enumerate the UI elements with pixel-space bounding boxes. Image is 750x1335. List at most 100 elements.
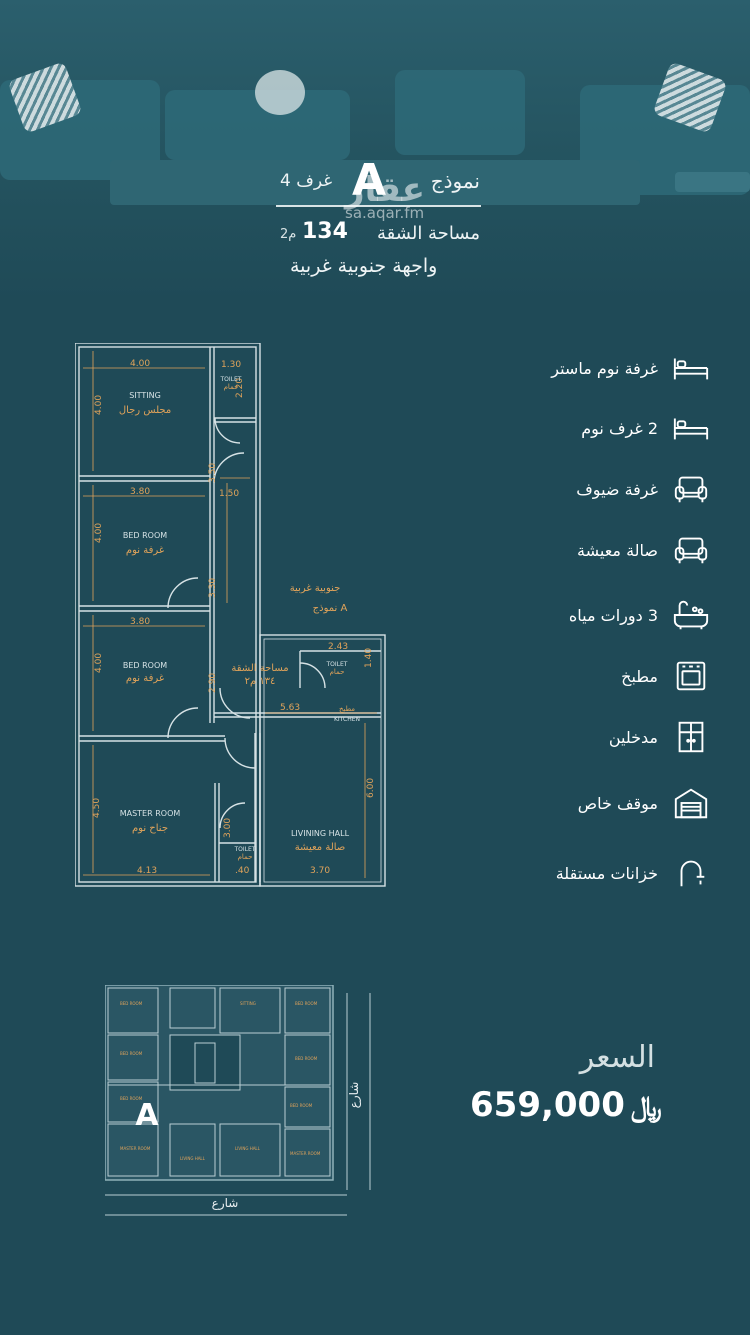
bed-icon <box>673 358 709 380</box>
svg-text:BED ROOM: BED ROOM <box>120 1096 143 1101</box>
room-en: LIVINING HALL <box>291 829 350 838</box>
room-en: BED ROOM <box>123 531 167 540</box>
feature-label: 2 غرف نوم <box>581 418 658 438</box>
price-value: 659,000 <box>470 1085 625 1125</box>
floor-plan: 4.00 1.30 4.00 3.50 3.80 1.50 4.00 3.30 … <box>75 343 386 887</box>
site-plan: BED ROOM BED ROOM BED ROOM MASTER ROOM SITT… <box>105 985 371 1216</box>
dim-label: 5.63 <box>280 703 300 713</box>
feature-label: صالة معيشة <box>577 540 658 560</box>
dim-label: 2.20 <box>235 378 245 398</box>
sofa-center-right <box>395 70 525 155</box>
dim-label: 4.00 <box>94 523 104 543</box>
dim-label: 2.90 <box>208 673 218 693</box>
dim-label: 4.50 <box>92 798 102 818</box>
hero-photo <box>0 0 750 300</box>
room-ar: غرفة نوم <box>126 673 164 684</box>
feature-parking: موقف خاص <box>578 785 710 821</box>
room-en: SITTING <box>129 391 161 400</box>
dim-label: 4.13 <box>137 866 157 876</box>
dim-label: 1.50 <box>219 489 239 499</box>
dim-label: 3.80 <box>130 487 150 497</box>
svg-text:BED ROOM: BED ROOM <box>295 1001 318 1006</box>
dim-label: 1.40 <box>364 648 374 668</box>
room-en: KITCHEN <box>334 716 360 723</box>
feature-label: مدخلين <box>608 727 658 747</box>
room-ar: صالة معيشة <box>295 842 346 853</box>
dim-label: 6.00 <box>366 778 376 798</box>
flower-vase <box>255 70 305 115</box>
svg-text:BED ROOM: BED ROOM <box>120 1051 143 1056</box>
feature-label: غرفة نوم ماستر <box>551 358 658 378</box>
svg-text:SITTING: SITTING <box>240 1001 256 1006</box>
aqar-watermark: عقار sa.aqar.fm <box>345 170 425 222</box>
room-ar: مطبخ <box>339 705 355 713</box>
svg-text:LIVING HALL: LIVING HALL <box>235 1146 261 1151</box>
feature-label: 3 دورات مياه <box>568 605 658 625</box>
bathtub-icon <box>673 600 709 630</box>
dim-label: 4.00 <box>130 359 150 369</box>
svg-text:LIVING HALL: LIVING HALL <box>180 1156 206 1161</box>
feature-kitchen: مطبخ <box>621 658 710 694</box>
room-en: TOILET <box>326 661 348 668</box>
svg-text:BED ROOM: BED ROOM <box>290 1103 313 1108</box>
oven-icon <box>676 661 706 691</box>
feature-label: غرفة ضيوف <box>576 479 658 499</box>
dim-label: 3.50 <box>208 463 218 483</box>
dim-label: 3.70 <box>310 866 330 876</box>
dim-label: 4.00 <box>94 395 104 415</box>
dim-label: 2.43 <box>328 642 348 652</box>
armchair-icon <box>674 476 708 503</box>
door-icon <box>678 721 704 753</box>
room-ar: حمام <box>224 383 239 391</box>
area-unit: 2م <box>280 227 297 242</box>
dim-label: 3.80 <box>130 617 150 627</box>
coffee-table <box>110 160 640 205</box>
model-letter: A <box>352 155 387 206</box>
side-table <box>675 172 750 192</box>
room-ar: حمام <box>238 853 253 861</box>
title-divider <box>276 205 481 207</box>
feature-tanks: خزانات مستقلة <box>556 855 710 891</box>
feature-bathrooms: 3 دورات مياه <box>569 597 710 633</box>
model-label: نموذج <box>430 169 480 193</box>
room-en: BED ROOM <box>123 661 167 670</box>
feature-bedrooms: 2 غرف نوم <box>581 410 710 446</box>
svg-text:MASTER ROOM: MASTER ROOM <box>290 1151 321 1156</box>
street-bottom-label: شارع <box>212 1196 239 1211</box>
site-unit-letter: A <box>135 1098 159 1133</box>
dim-label: 1.30 <box>221 360 241 370</box>
area-label: مساحة الشقة <box>377 223 480 244</box>
svg-text:BED ROOM: BED ROOM <box>295 1056 318 1061</box>
room-ar: مجلس رجال <box>119 405 171 416</box>
dim-label: .40 <box>235 866 250 876</box>
price-label: السعر <box>579 1040 655 1075</box>
room-ar: جناح نوم <box>132 823 168 834</box>
dim-label: 3.00 <box>223 818 233 838</box>
room-ar: غرفة نوم <box>126 545 164 556</box>
feature-living-room: صالة معيشة <box>577 532 710 568</box>
area-value: 134 <box>302 219 348 244</box>
riyal-icon: ﷼ <box>630 1090 662 1123</box>
faucet-icon <box>680 860 705 887</box>
feature-master-bedroom: غرفة نوم ماستر <box>551 350 710 386</box>
watermark-logo: عقار <box>345 170 426 210</box>
room-en: MASTER ROOM <box>120 809 181 818</box>
feature-label: موقف خاص <box>577 793 658 813</box>
garage-icon <box>674 788 708 819</box>
dim-label: 3.30 <box>208 578 218 598</box>
feature-label: مطبخ <box>621 666 658 686</box>
feature-entrances: مدخلين <box>609 719 710 755</box>
svg-text:MASTER ROOM: MASTER ROOM <box>120 1146 151 1151</box>
feature-label: خزانات مستقلة <box>555 863 658 883</box>
watermark-url: sa.aqar.fm <box>345 204 425 222</box>
bed-icon <box>673 418 709 440</box>
street-side-label: شارع <box>347 1082 362 1109</box>
plan-area-value: ١٣٤ م٢ <box>245 676 276 687</box>
room-en: TOILET <box>220 376 242 383</box>
room-ar: حمام <box>330 668 345 676</box>
svg-text:BED ROOM: BED ROOM <box>120 1001 143 1006</box>
apartment-title-block: 4 غرف A نموذج 2م 134 مساحة الشقة واجهة ج… <box>270 155 490 277</box>
room-en: TOILET <box>234 846 256 853</box>
plan-model-note: نموذج A <box>313 603 348 614</box>
